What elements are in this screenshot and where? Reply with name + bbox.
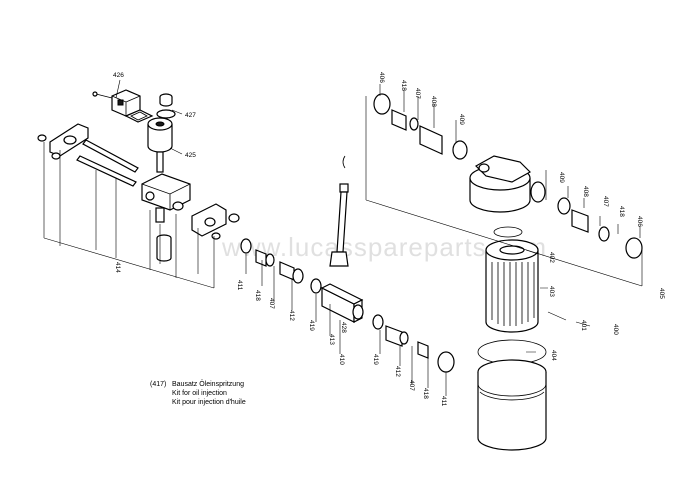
label-414: 414 <box>114 262 121 273</box>
connector-block-410 <box>320 283 364 323</box>
sensor-probe <box>329 155 349 267</box>
label-407d: 407 <box>602 196 609 207</box>
label-410: 410 <box>338 354 345 365</box>
leader-lines <box>43 79 643 396</box>
legend-line-de: Bausatz Öleinspritzung <box>172 381 244 388</box>
fitting-chain-lower <box>372 314 455 373</box>
label-428: 428 <box>340 322 347 333</box>
filter-bowl-401 <box>477 359 547 451</box>
label-409a: 409 <box>458 114 465 125</box>
label-412b: 412 <box>394 366 401 377</box>
label-408b: 408 <box>582 186 589 197</box>
connector-plug-426 <box>92 89 141 117</box>
label-411b: 411 <box>440 396 447 407</box>
label-419b: 419 <box>372 354 379 365</box>
label-401: 401 <box>580 320 587 331</box>
label-426: 426 <box>113 72 124 79</box>
label-400: 400 <box>612 324 619 335</box>
kit-legend: (417) Bausatz Öleinspritzung Kit for oil… <box>150 380 246 407</box>
legend-code: (417) <box>150 381 167 388</box>
coil-425 <box>147 117 173 173</box>
fitting-chain-upper <box>240 238 322 294</box>
filter-head <box>469 155 546 213</box>
label-418d: 418 <box>618 206 625 217</box>
label-419a: 419 <box>308 320 315 331</box>
part-labels: 426 427 425 414 411 418 407 412 419 428 … <box>113 72 665 407</box>
legend-line-en: Kit for oil injection <box>172 390 227 397</box>
fitting-chain-right <box>557 197 643 259</box>
label-418b: 418 <box>422 388 429 399</box>
label-407a: 407 <box>268 298 275 309</box>
label-403: 403 <box>548 286 555 297</box>
flange-left <box>37 123 89 160</box>
label-405: 405 <box>658 288 665 299</box>
lower-fitting <box>156 234 172 262</box>
long-bolts <box>76 139 139 187</box>
legend-line-fr: Kit pour injection d'huile <box>172 399 246 406</box>
label-425: 425 <box>185 152 196 159</box>
flange-right <box>191 203 240 240</box>
valve-body <box>141 173 191 223</box>
label-407b: 407 <box>408 380 415 391</box>
label-407c: 407 <box>414 88 421 99</box>
label-412a: 412 <box>288 310 295 321</box>
fitting-chain-top <box>373 93 468 160</box>
gasket-427-square <box>124 109 154 123</box>
label-418a: 418 <box>254 290 261 301</box>
label-406b: 406 <box>636 216 643 227</box>
nut-427 <box>156 93 176 119</box>
label-427: 427 <box>185 112 196 119</box>
label-402: 402 <box>548 252 555 263</box>
oring-402 <box>493 226 523 238</box>
label-406a: 406 <box>378 72 385 83</box>
label-413: 413 <box>328 334 335 345</box>
label-404: 404 <box>550 350 557 361</box>
filter-element-403 <box>485 239 539 333</box>
label-408a: 408 <box>430 96 437 107</box>
label-411a: 411 <box>236 280 243 291</box>
label-418c: 418 <box>400 80 407 91</box>
label-409b: 409 <box>558 172 565 183</box>
